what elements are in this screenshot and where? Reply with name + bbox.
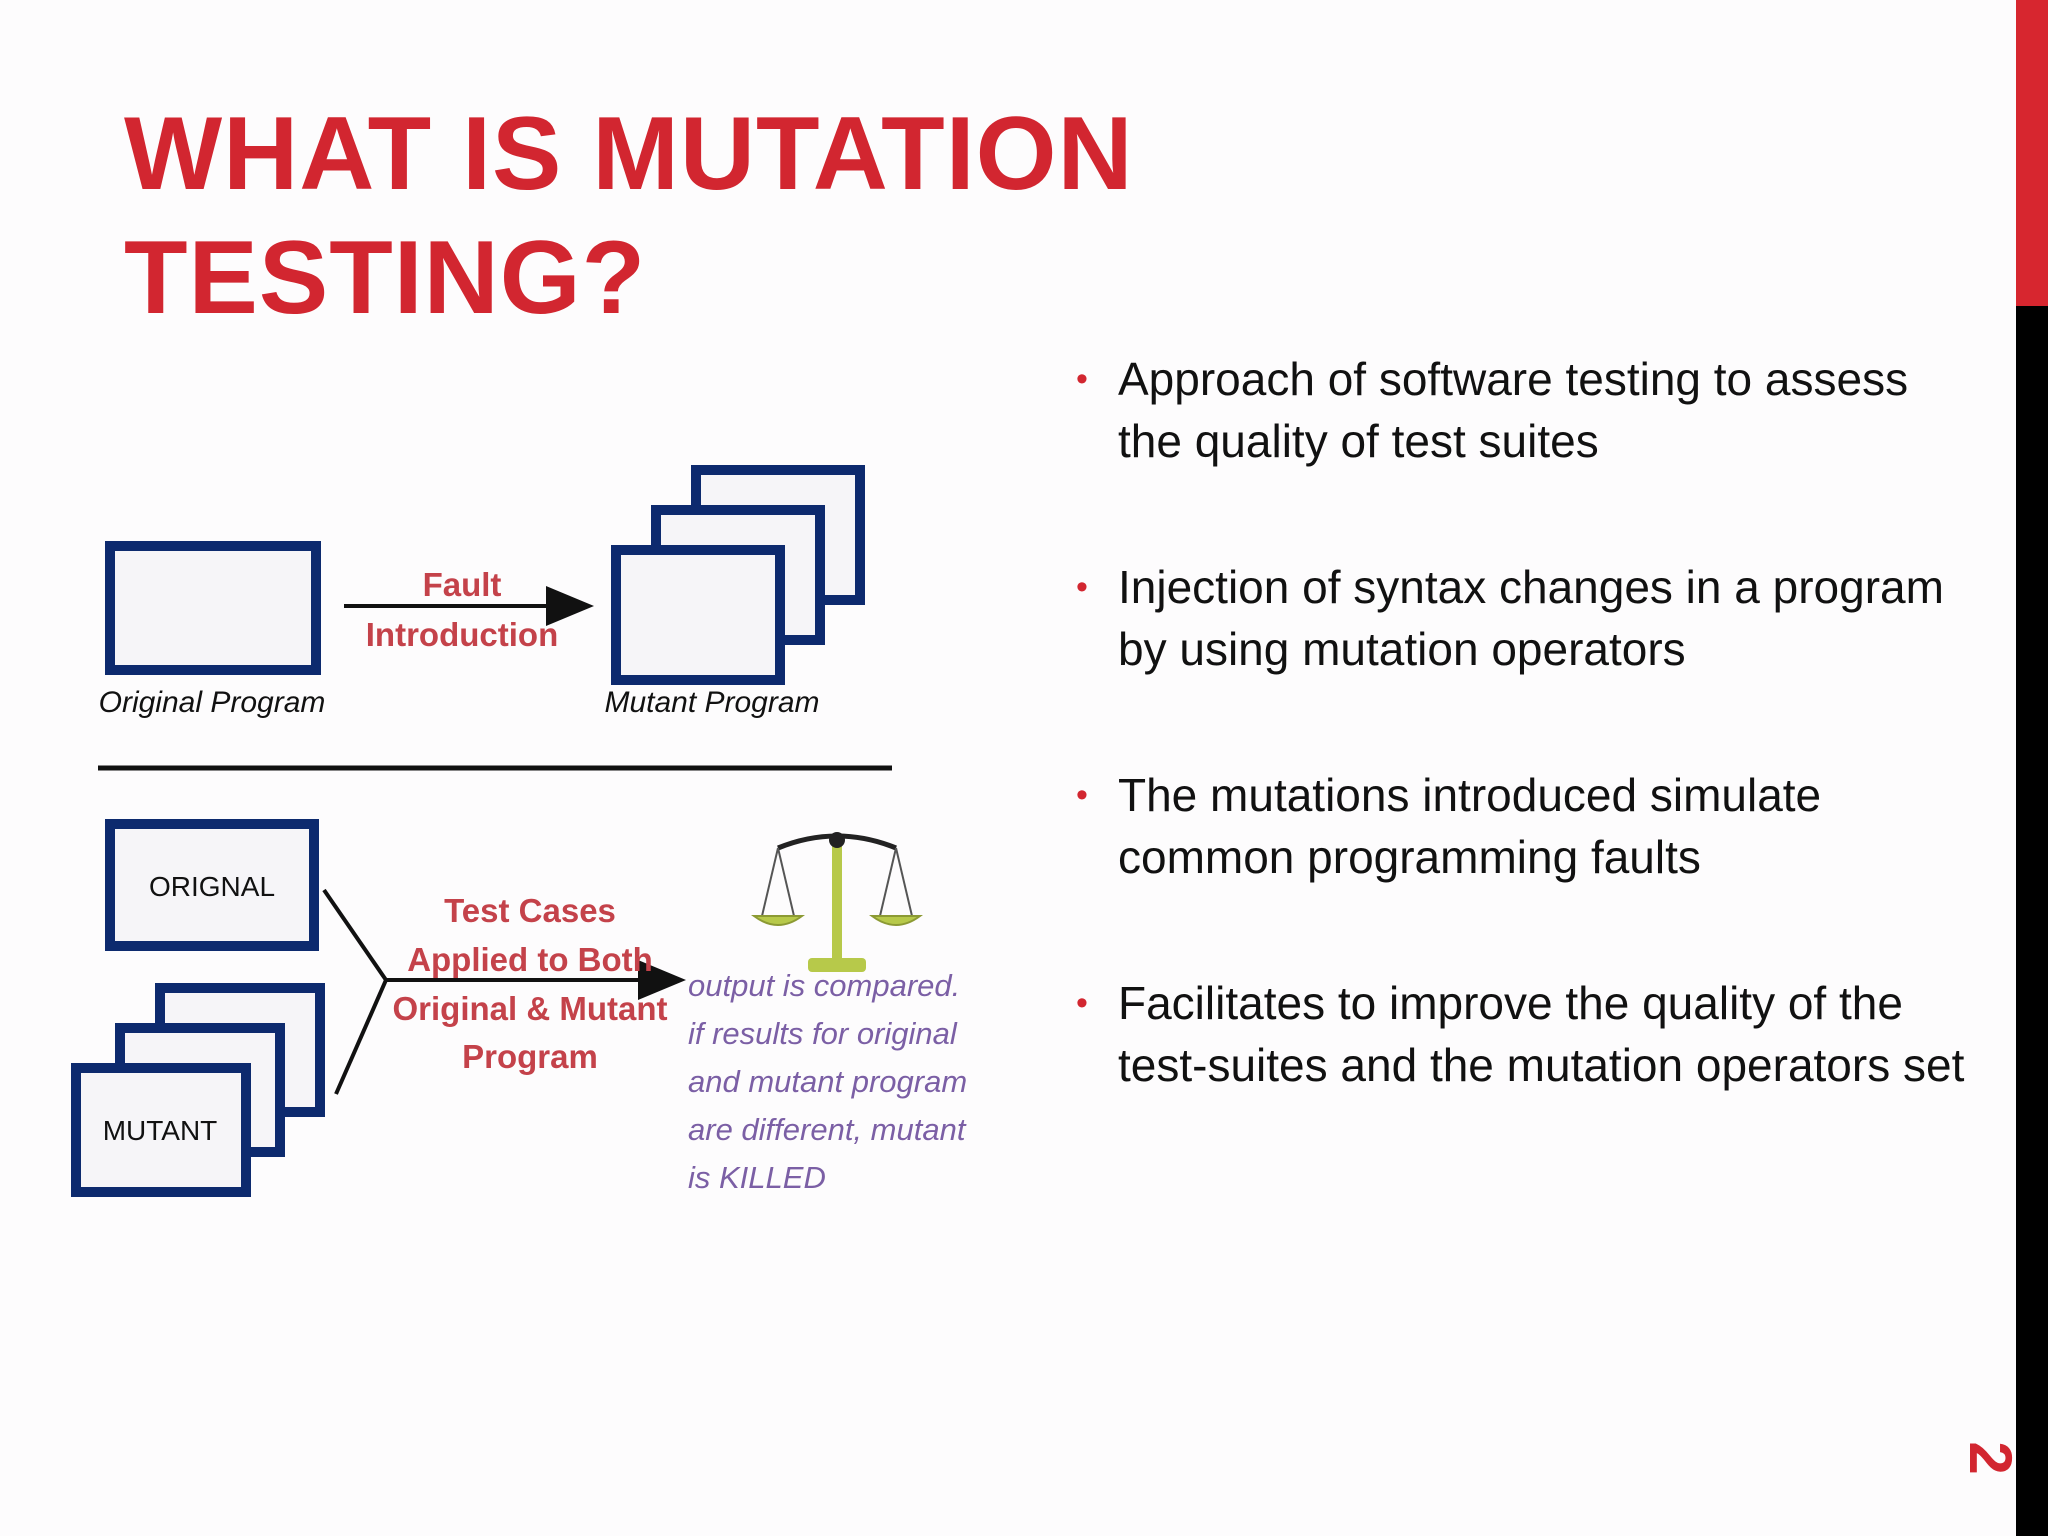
bullet-item: • Approach of software testing to assess… — [1072, 348, 1972, 472]
bullet-item: • The mutations introduced simulate comm… — [1072, 764, 1972, 888]
bullet-item: • Injection of syntax changes in a progr… — [1072, 556, 1972, 680]
original-program-box — [110, 546, 316, 670]
fault-label-line2: Introduction — [366, 616, 558, 653]
mutant-program-box-front — [616, 550, 780, 680]
balance-scale-icon — [754, 832, 920, 972]
connector-mutant — [336, 980, 386, 1094]
connector-original — [324, 890, 386, 980]
bullet-text: Injection of syntax changes in a program… — [1118, 561, 1944, 675]
slide-title: WHAT IS MUTATION TESTING? — [124, 92, 1424, 340]
original-program-label: Original Program — [99, 686, 326, 719]
bullet-dot-icon: • — [1076, 556, 1088, 618]
note-line5: is KILLED — [688, 1160, 826, 1195]
note-line1: output is compared. — [688, 968, 960, 1003]
bullet-text: Approach of software testing to assess t… — [1118, 353, 1908, 467]
test-label-line2: Applied to Both — [407, 941, 653, 978]
bullet-text: The mutations introduced simulate common… — [1118, 769, 1821, 883]
mutant-box-label: MUTANT — [103, 1115, 218, 1146]
page-number: 2 — [1960, 1428, 2020, 1488]
bullet-dot-icon: • — [1076, 764, 1088, 826]
original-box-label: ORIGNAL — [149, 871, 275, 902]
bullet-dot-icon: • — [1076, 972, 1088, 1034]
fault-label-line1: Fault — [423, 566, 502, 603]
mutant-program-label: Mutant Program — [604, 686, 819, 719]
bullet-dot-icon: • — [1076, 348, 1088, 410]
test-label-line1: Test Cases — [444, 892, 616, 929]
test-label-line4: Program — [462, 1038, 598, 1075]
note-line2: if results for original — [688, 1016, 958, 1051]
note-line4: are different, mutant — [688, 1112, 967, 1147]
bullet-item: • Facilitates to improve the quality of … — [1072, 972, 1972, 1096]
accent-bar-red — [2016, 0, 2048, 306]
bullet-text: Facilitates to improve the quality of th… — [1118, 977, 1964, 1091]
mutation-testing-diagram: Original Program Fault Introduction Muta… — [60, 450, 1020, 1210]
test-label-line3: Original & Mutant — [393, 990, 668, 1027]
bullet-list: • Approach of software testing to assess… — [1072, 348, 1972, 1096]
accent-bar-black — [2016, 306, 2048, 1536]
note-line3: and mutant program — [688, 1064, 967, 1099]
